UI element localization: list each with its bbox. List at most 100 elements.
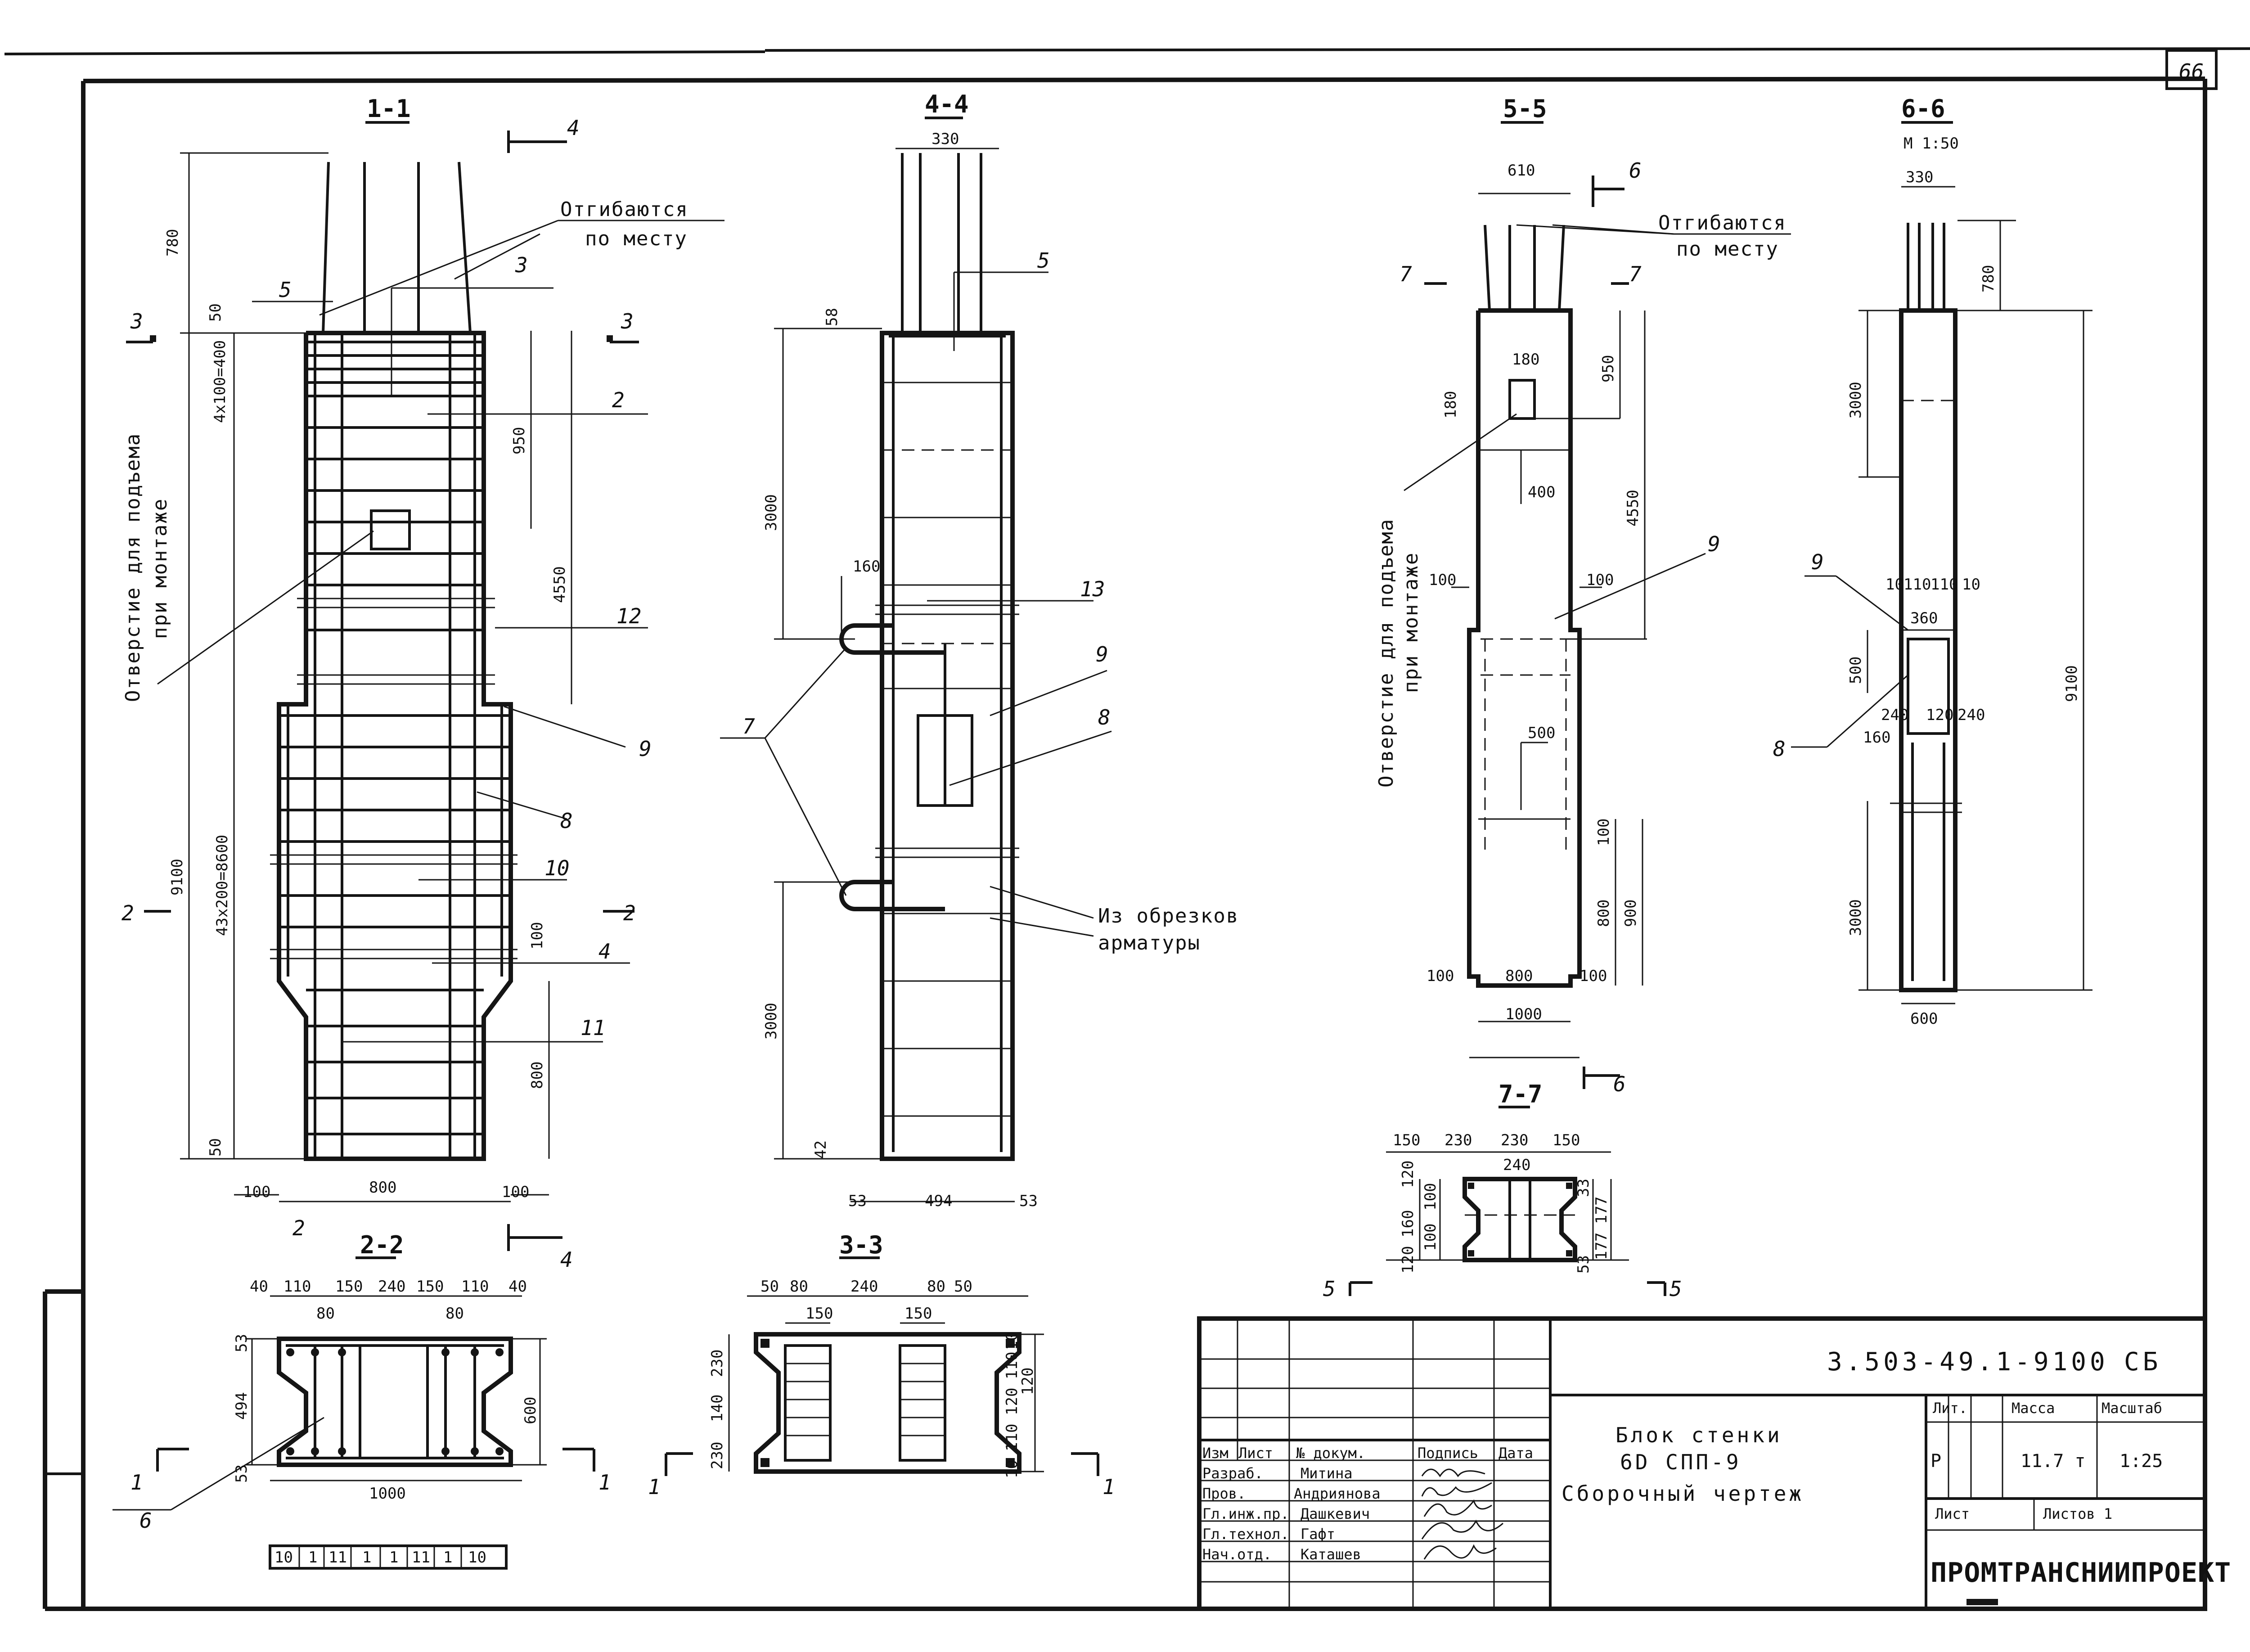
mark-6-22: 6: [140, 1508, 152, 1533]
cut-7-right-55: 7: [1629, 262, 1642, 286]
mark-4-11: 4: [598, 939, 611, 963]
dim-120-66: 120: [1926, 706, 1953, 724]
dim-950-55: 950: [1599, 355, 1617, 383]
rebar-schedule-row: [269, 1544, 508, 1570]
note-bend-2-55: по месту: [1676, 238, 1779, 261]
dim-50-bottom: 50: [207, 1138, 225, 1157]
rebar-cell-8: 10: [468, 1548, 486, 1566]
dim-330-44: 330: [932, 130, 959, 148]
dim-100-bottom-77: 100: [1422, 1224, 1440, 1251]
dim-42-44: 42: [812, 1140, 830, 1159]
dim-140-33: 140: [708, 1395, 726, 1422]
dim-160-77: 160: [1399, 1210, 1417, 1238]
dim-110-left-22: 110: [284, 1278, 311, 1296]
dim-100-bottom-right: 100: [502, 1183, 529, 1201]
section-4-4-title: 4-4: [925, 90, 969, 118]
title-block: [1197, 1316, 2207, 1611]
mark-9-55: 9: [1708, 532, 1720, 556]
section-4-4: [720, 117, 1112, 1202]
section-7-7-outline: [1462, 1177, 1577, 1262]
embedded-plate-66: [1907, 638, 1950, 735]
dim-120-bottom-77: 120: [1399, 1246, 1417, 1274]
sig-header-doc: № докум.: [1296, 1445, 1365, 1462]
dim-120-a-33: 120: [1003, 1388, 1021, 1415]
rebar-cell-3: 11: [328, 1548, 347, 1566]
sig-role-1: Разраб.: [1202, 1465, 1263, 1482]
dim-53-top-22: 53: [233, 1334, 251, 1352]
page-number-box: [2165, 49, 2218, 90]
mass-label: Масса: [2012, 1400, 2055, 1417]
dim-800-side-55: 800: [1595, 900, 1613, 927]
rebar-cell-2: 1: [308, 1548, 317, 1566]
mark-5-44: 5: [1037, 248, 1050, 273]
dim-230-bottom-33: 230: [708, 1442, 726, 1469]
dim-330-66: 330: [1906, 168, 1933, 186]
dim-800-55: 800: [1505, 967, 1533, 985]
section-3-3-outline: [754, 1332, 1022, 1474]
cut-label-4-bottom: 4: [560, 1247, 573, 1272]
scale-6-6: М 1:50: [1904, 135, 1959, 153]
lit-label: Лит.: [1933, 1400, 1967, 1417]
rebar-cell-1: 10: [274, 1548, 293, 1566]
dim-230-top-33: 230: [708, 1350, 726, 1377]
dim-240-right-66: 240: [1958, 706, 1985, 724]
mark-3-11: 3: [515, 253, 528, 277]
dim-780: 780: [164, 229, 182, 257]
cut-1-left-33: 1: [648, 1475, 661, 1499]
dim-240-77: 240: [1503, 1156, 1530, 1174]
dim-53-bottom-22: 53: [233, 1464, 251, 1483]
dim-40-right-22: 40: [508, 1278, 527, 1296]
rebar-cell-7: 1: [443, 1548, 452, 1566]
dim-4550-55: 4550: [1624, 490, 1642, 527]
document-code: 3.503-49.1-9100: [1827, 1347, 2109, 1377]
mark-2-11: 2: [612, 388, 625, 412]
mark-13-44: 13: [1080, 577, 1105, 601]
sig-name-1: Митина: [1300, 1465, 1353, 1482]
dim-100-right-55: 100: [1586, 571, 1614, 589]
dim-150-left-77: 150: [1393, 1131, 1420, 1149]
dim-400-55: 400: [1528, 483, 1555, 501]
mark-9-44: 9: [1096, 642, 1108, 666]
dim-53-left-44: 53: [848, 1192, 867, 1210]
cut-1-right-22: 1: [598, 1470, 611, 1494]
dim-100-bot-right-55: 100: [1580, 967, 1607, 985]
dim-3000-top-44: 3000: [762, 494, 780, 531]
section-2-2-title: 2-2: [360, 1231, 404, 1259]
dim-494-22: 494: [233, 1392, 251, 1420]
sig-role-3: Гл.инж.пр.: [1202, 1505, 1289, 1522]
dim-230-left-77: 230: [1444, 1131, 1472, 1149]
dim-80-right-22: 80: [446, 1305, 464, 1323]
dim-177-b-77: 177: [1593, 1233, 1611, 1260]
cut-label-3-right: 3: [621, 309, 634, 333]
mark-9-11: 9: [639, 737, 652, 761]
dim-800-right: 800: [528, 1062, 546, 1089]
dim-600-22: 600: [522, 1397, 540, 1424]
dim-500-55: 500: [1528, 724, 1555, 742]
dim-100-top-77: 100: [1422, 1183, 1440, 1211]
dim-110-right-22: 110: [461, 1278, 489, 1296]
dim-4x100: 4x100=400: [211, 340, 229, 423]
dim-110-bottom-33: 110: [1003, 1424, 1021, 1451]
cut-1-right-33: 1: [1102, 1475, 1115, 1499]
dim-100-bot-left-55: 100: [1426, 967, 1454, 985]
dim-40-left-22: 40: [250, 1278, 268, 1296]
section-5-5: [1404, 121, 1791, 1089]
dim-160-44: 160: [853, 558, 880, 576]
dim-160-66: 160: [1863, 729, 1890, 747]
cut-label-2-bottom: 2: [292, 1216, 305, 1240]
scan-top-line: [4, 50, 765, 55]
organization-name: ПРОМТРАНСНИИПРОЕКТ: [1930, 1557, 2231, 1589]
dim-100-side-55: 100: [1595, 819, 1613, 846]
dim-100-left-55: 100: [1429, 571, 1456, 589]
title-line-2: 6D СПП-9: [1620, 1450, 1742, 1474]
dim-240-22: 240: [378, 1278, 405, 1296]
section-5-5-title: 5-5: [1503, 95, 1547, 123]
cut-label-4-top: 4: [567, 116, 580, 140]
dim-3000-top-66: 3000: [1847, 382, 1865, 419]
cut-label-2-right: 2: [623, 901, 636, 925]
dim-110-right-66: 110: [1930, 576, 1958, 594]
title-line-1: Блок стенки: [1616, 1423, 1782, 1447]
dim-10-top-33: 10: [1003, 1332, 1021, 1350]
frame-top: [83, 77, 2205, 83]
dim-120-b-33: 120: [1019, 1368, 1037, 1395]
